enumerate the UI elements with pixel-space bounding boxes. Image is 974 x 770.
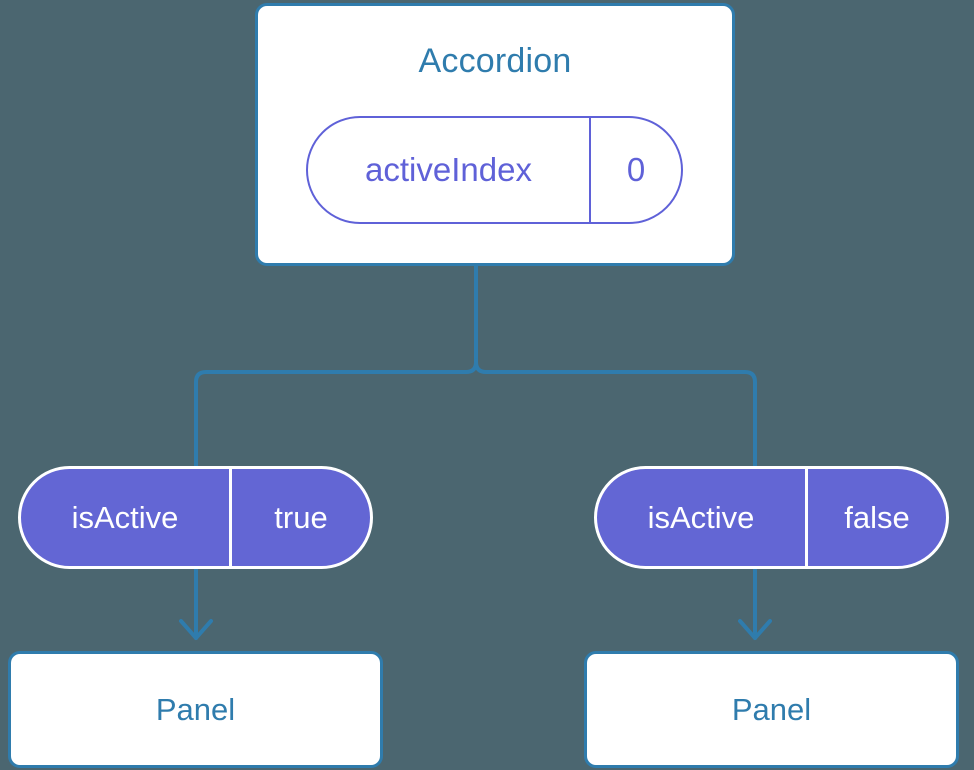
state-pill-value: 0 [626,151,646,188]
arrow-head-down-icon [738,619,772,640]
component-title: Panel [731,692,812,727]
arrow-head-down-icon [179,619,213,640]
prop-pill-value: true [274,499,328,535]
component-title: Panel [155,692,236,727]
prop-pill-key: isActive [21,469,232,566]
state-pill-activeindex[interactable]: activeIndex 0 [306,116,683,224]
prop-pill-isactive-true[interactable]: isActive true [18,466,373,569]
prop-pill-value: false [844,499,910,535]
connector-branch-left [194,358,478,468]
state-pill-key: activeIndex [308,118,591,222]
prop-pill-isactive-false[interactable]: isActive false [594,466,949,569]
connector-branch-right [474,358,757,468]
prop-pill-key: isActive [597,469,808,566]
component-title: Accordion [418,42,572,80]
component-node-panel-left[interactable]: Panel [8,651,383,768]
component-node-panel-right[interactable]: Panel [584,651,959,768]
